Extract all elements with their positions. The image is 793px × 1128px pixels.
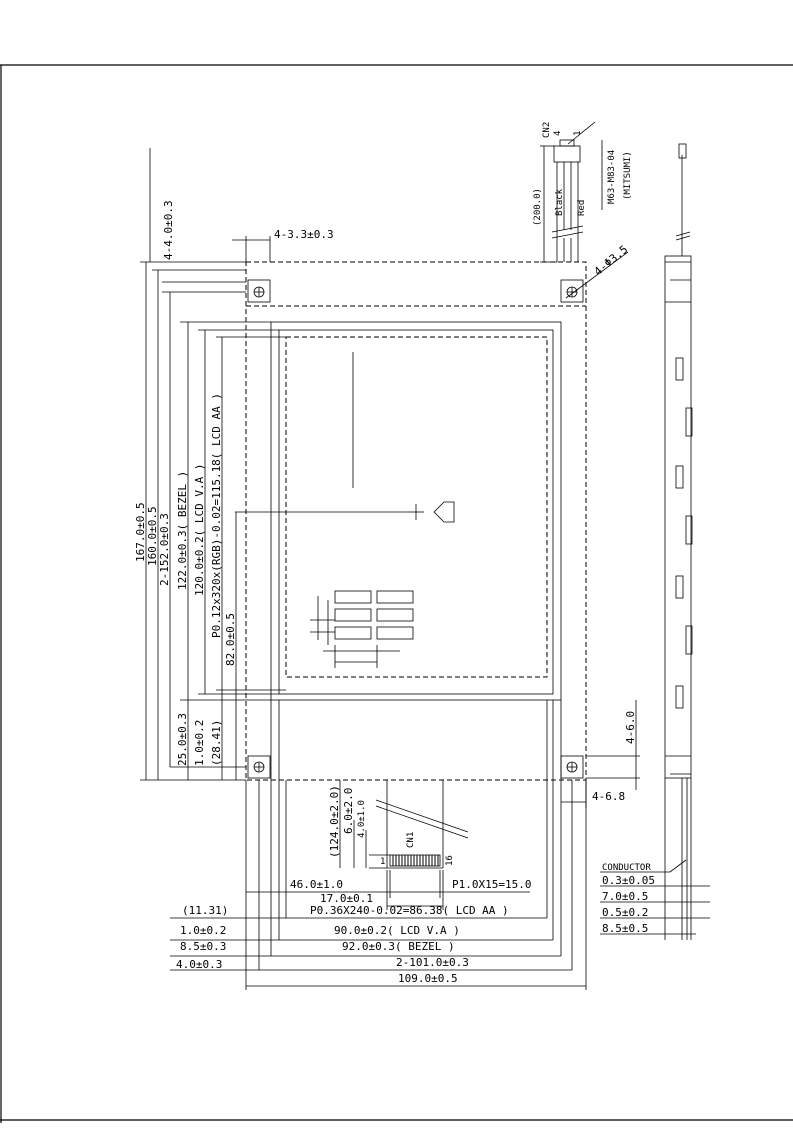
- horizontal-dimension-lines: [170, 700, 587, 990]
- dim-center-height: 82.0±0.5: [224, 613, 237, 666]
- conductor-label: CONDUCTOR: [602, 863, 651, 873]
- mounting-hole-tr: [560, 279, 584, 303]
- cn2-part: M63-M83-04: [607, 150, 617, 204]
- dim-va-width: 90.0±0.2( LCD V.A ): [334, 924, 460, 937]
- module-outline: [245, 261, 587, 781]
- dim-4-width: 4.0±0.3: [176, 958, 222, 971]
- dim-1-width: 1.0±0.2: [180, 924, 226, 937]
- side-view: [600, 143, 710, 940]
- side-dim-1: 7.0±0.5: [602, 890, 648, 903]
- dim-bezel-width: 92.0±0.3( BEZEL ): [342, 940, 455, 953]
- cn2-maker: (MITSUMI): [623, 151, 633, 200]
- hole-dia-label: 4-Φ3.5: [592, 243, 631, 279]
- side-dim-0: 0.3±0.05: [602, 874, 655, 887]
- dim-aa-width: P0.36X240-0.02=86.38( LCD AA ): [310, 904, 509, 917]
- dim-4: 4.0±1.0: [357, 800, 367, 838]
- viewing-direction-arrow: [433, 501, 455, 523]
- bezel-outline: [270, 321, 562, 701]
- dim-28: (28.41): [210, 720, 223, 766]
- vertical-dimension-lines: [140, 148, 286, 781]
- mounting-hole-tl: [247, 279, 271, 303]
- dim-25: 25.0±0.3: [176, 713, 189, 766]
- side-dim-2: 0.5±0.2: [602, 906, 648, 919]
- dim-46: 46.0±1.0: [290, 878, 343, 891]
- dim-pitch: P1.0X15=15.0: [452, 878, 531, 891]
- dim-1131: (11.31): [182, 904, 228, 917]
- dim-holes-width: 2-101.0±0.3: [396, 956, 469, 969]
- front-view: CN1 1 16 CN2 4 1 Black Red (200.0) M63-M…: [134, 121, 640, 990]
- dim-17: 17.0±0.1: [320, 892, 373, 905]
- mounting-hole-br: [560, 755, 584, 779]
- cable-length: (200.0): [533, 188, 543, 226]
- dim-aa-height: P0.12x320x(RGB)-0.02=115.18( LCD AA ): [210, 393, 223, 638]
- cn2-label: CN2: [542, 122, 552, 138]
- dim-right-68: 4-6.8: [592, 790, 625, 803]
- wire-black-label: Black: [555, 188, 565, 216]
- wire-red-label: Red: [577, 200, 587, 216]
- dim-right-60: 4-6.0: [624, 711, 637, 744]
- cn1-pin-last: 16: [445, 855, 455, 866]
- dim-1: 1.0±0.2: [193, 720, 206, 766]
- fpc-tail: [369, 780, 469, 869]
- dim-85: 8.5±0.3: [180, 940, 226, 953]
- side-dim-3: 8.5±0.5: [602, 922, 648, 935]
- cn2-pin-left: 4: [553, 131, 563, 136]
- cn2-cable: [540, 139, 584, 263]
- cn1-label: CN1: [406, 832, 416, 848]
- cn2-pin-right: 1: [573, 131, 583, 136]
- active-area: [285, 336, 548, 678]
- dim-160: 160.0±0.5: [146, 506, 159, 566]
- dim-total-width: 109.0±0.5: [398, 972, 458, 985]
- dim-holes-vertical: 2-152.0±0.3: [158, 513, 171, 586]
- mounting-hole-bl: [247, 755, 271, 779]
- dim-tail-length: (124.0±2.0): [328, 785, 341, 858]
- dim-bezel-height: 122.0±0.3( BEZEL ): [176, 471, 189, 590]
- hole-size-label: 4-3.3±0.3: [274, 228, 334, 241]
- dim-total-height: 167.0±0.5: [134, 502, 147, 562]
- dim-top-hole-offset: 4-4.0±0.3: [162, 200, 175, 260]
- pixel-detail: [310, 590, 414, 668]
- dim-6: 6.0±2.0: [342, 788, 355, 834]
- cn1-pin-first: 1: [380, 857, 385, 867]
- dim-va-height: 120.0±0.2( LCD V.A ): [193, 464, 206, 596]
